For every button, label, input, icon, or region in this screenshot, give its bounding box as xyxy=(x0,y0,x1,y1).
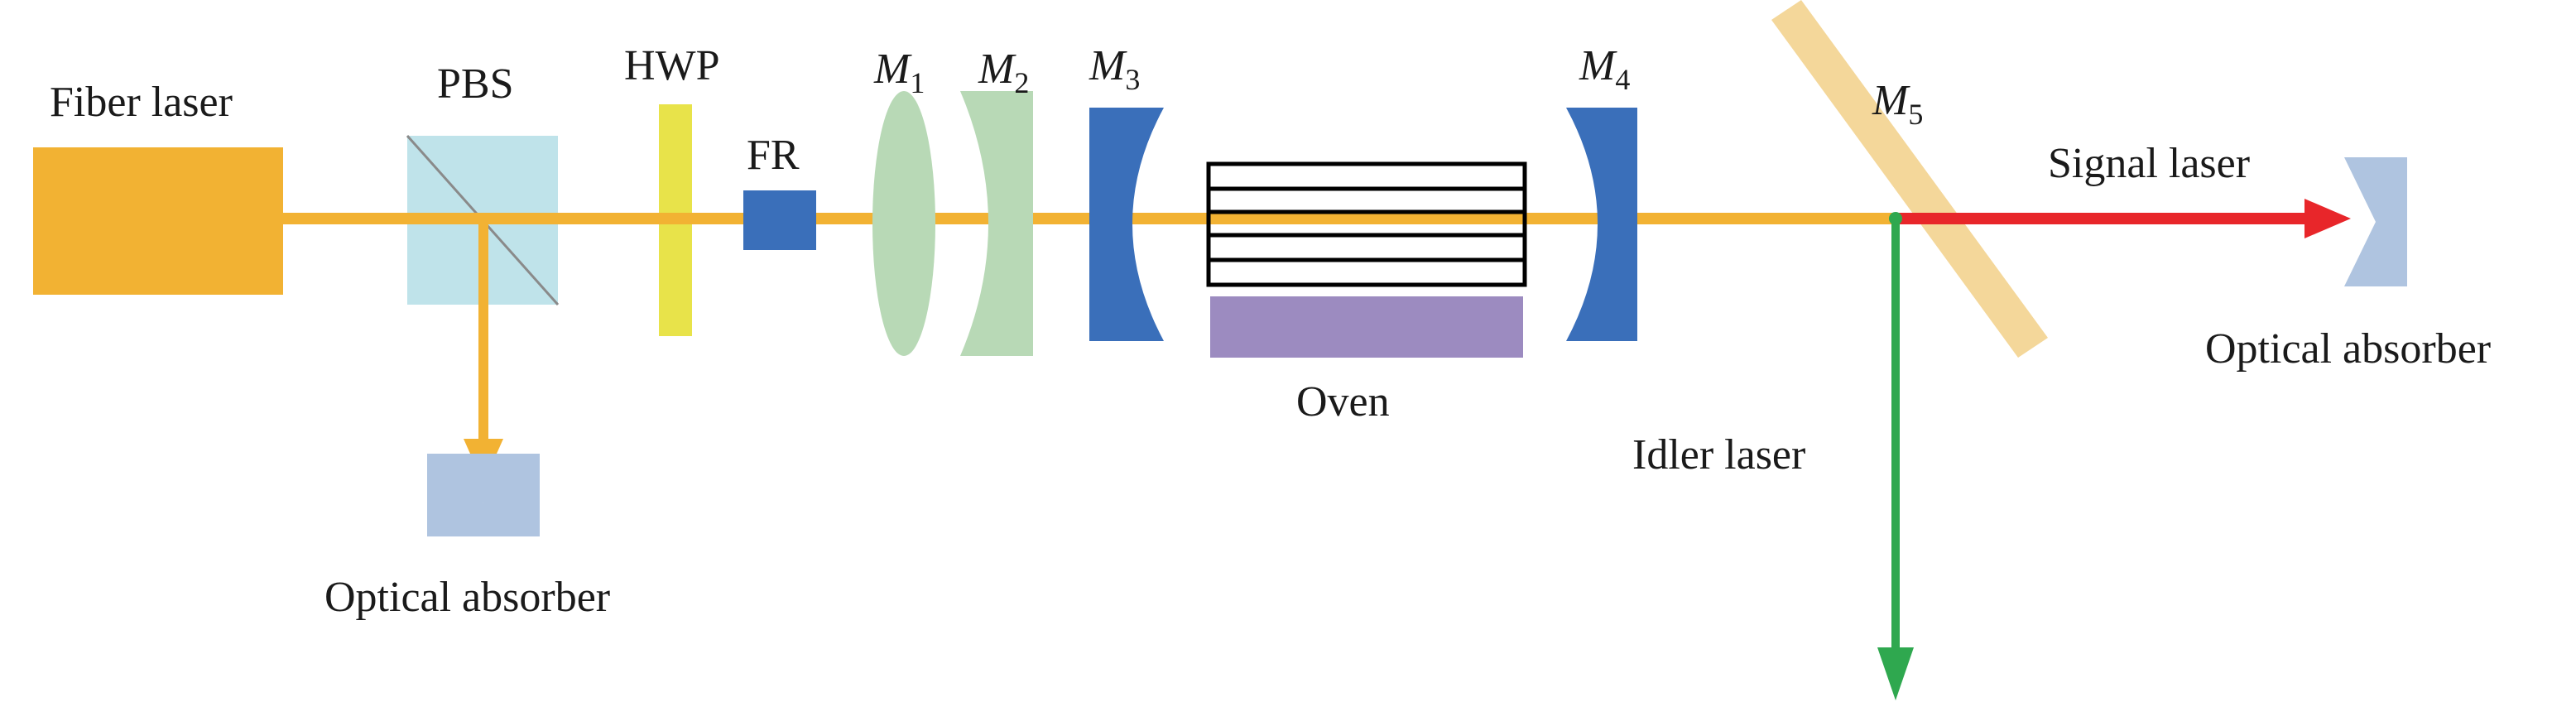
m4-label: M4 xyxy=(1579,42,1630,96)
m2-label-sub: 2 xyxy=(1014,66,1029,99)
m5-dichroic-mirror xyxy=(1771,0,2048,358)
m1-lens xyxy=(872,91,935,356)
oven xyxy=(1210,296,1523,358)
m3-mirror xyxy=(1089,108,1164,341)
idler-laser-label: Idler laser xyxy=(1632,431,1805,479)
m4-label-base: M xyxy=(1579,42,1617,89)
fr-label: FR xyxy=(747,132,800,179)
fr-rotator xyxy=(743,190,816,250)
optical-absorber-right xyxy=(2344,157,2407,286)
fiber-laser-label: Fiber laser xyxy=(50,79,233,126)
signal-arrowhead xyxy=(2304,199,2351,238)
m3-label-sub: 3 xyxy=(1125,63,1140,96)
optical-absorber-right-label: Optical absorber xyxy=(2205,325,2491,373)
m2-lens xyxy=(960,91,1033,356)
hwp-label: HWP xyxy=(624,42,720,89)
m2-label-base: M xyxy=(978,46,1016,93)
m1-label-sub: 1 xyxy=(910,66,925,99)
oven-label: Oven xyxy=(1296,378,1390,426)
optical-absorber-left-label: Optical absorber xyxy=(324,574,610,621)
m5-label: M5 xyxy=(1872,77,1923,131)
m2-label: M2 xyxy=(978,46,1029,99)
m1-label: M1 xyxy=(873,46,925,99)
m3-label-base: M xyxy=(1089,42,1127,89)
idler-arrowhead xyxy=(1877,647,1914,700)
m5-label-sub: 5 xyxy=(1908,98,1923,131)
m4-mirror xyxy=(1566,108,1637,341)
m1-label-base: M xyxy=(873,46,912,93)
signal-laser-label: Signal laser xyxy=(2048,140,2250,187)
crystal-stack xyxy=(1206,161,1527,287)
fiber-laser xyxy=(33,147,283,295)
m4-label-sub: 4 xyxy=(1615,63,1630,96)
optical-absorber-left xyxy=(427,454,540,536)
m3-label: M3 xyxy=(1089,42,1140,96)
pbs-label: PBS xyxy=(437,60,514,108)
m5-label-base: M xyxy=(1872,77,1910,124)
beam-split-point xyxy=(1889,212,1902,225)
